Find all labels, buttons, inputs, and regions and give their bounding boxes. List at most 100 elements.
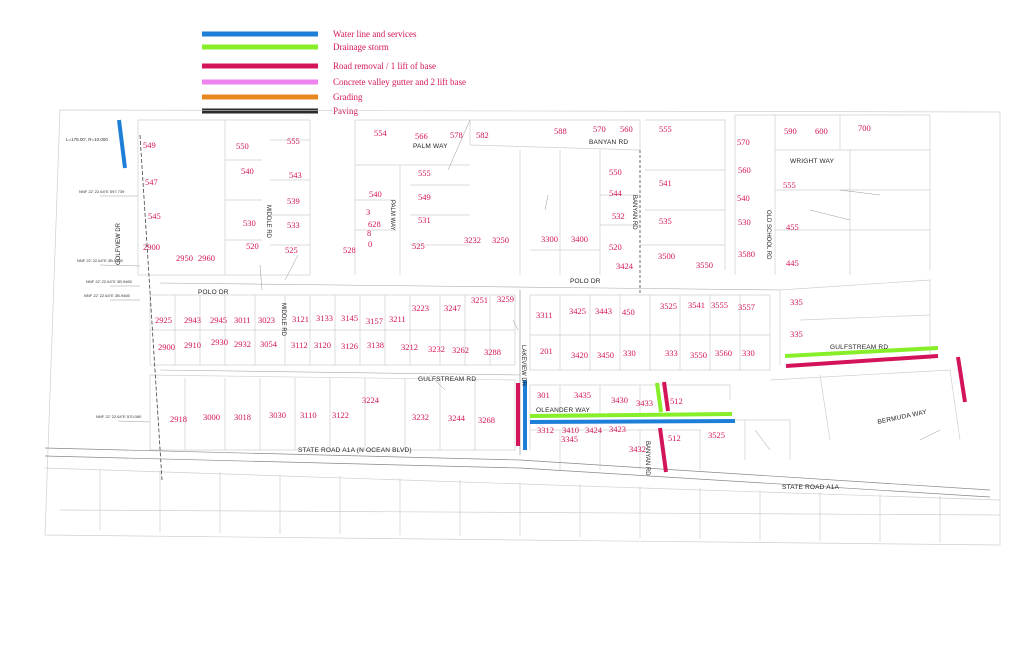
lot-number: 3424	[585, 425, 603, 435]
lot-number: 3232	[428, 344, 445, 354]
lot-number: 3030	[269, 410, 286, 420]
lot-number: 2945	[210, 315, 227, 325]
lot-number: 2918	[170, 414, 187, 424]
lot-number: 3000	[203, 412, 220, 422]
lot-number: 3223	[412, 303, 429, 313]
lot-number: 3157	[366, 316, 383, 326]
lot-number: 3133	[316, 313, 333, 323]
road-label-gulfstream-rd-right: GULFSTREAM RD	[830, 344, 888, 351]
lot-number: 3555	[711, 300, 728, 310]
lot-number: 531	[418, 215, 431, 225]
lot-number: 333	[665, 348, 678, 358]
lot-number: 2943	[184, 315, 201, 325]
lot-number: 2910	[184, 340, 201, 350]
lot-number: 530	[243, 218, 256, 228]
legend-label-drainage: Drainage storm	[333, 42, 389, 52]
road-label-gulfstream-rd-mid: GULFSTREAM RD	[418, 376, 476, 383]
lot-number: 600	[815, 126, 828, 136]
lot-number: 540	[737, 193, 750, 203]
lot-number: 3300	[541, 234, 558, 244]
lot-number: 540	[241, 166, 254, 176]
lot-number: 3023	[258, 315, 275, 325]
lot-number: 560	[738, 165, 751, 175]
lot-number: 535	[659, 216, 672, 226]
lot-number: 3420	[571, 350, 588, 360]
lot-number: 3018	[234, 412, 251, 422]
road-label-bermuda-way: BERMUDA WAY	[877, 409, 928, 426]
lot-number: 3525	[660, 301, 677, 311]
lot-number: 588	[554, 126, 567, 136]
lot-number: 2925	[155, 315, 172, 325]
lot-number: 3112	[291, 340, 308, 350]
lot-number: 512	[670, 396, 683, 406]
lot-number: 3138	[367, 340, 384, 350]
lot-number: 578	[450, 130, 463, 140]
lot-number: 3311	[536, 310, 553, 320]
lot-number: 545	[148, 211, 161, 221]
lot-number: 590	[784, 126, 797, 136]
road-removal-sea-road	[956, 356, 967, 403]
lot-number: 3312	[537, 425, 554, 435]
lot-number: 525	[412, 241, 425, 251]
lot-number: 335	[790, 329, 803, 339]
lot-number: 3232	[412, 412, 429, 422]
lot-number: 2932	[234, 339, 251, 349]
legend-label-paving: Paving	[333, 106, 359, 116]
lot-number: 520	[246, 241, 259, 251]
road-label-oleander-way: OLEANDER WAY	[536, 407, 591, 414]
legend-label-concrete-gutter: Concrete valley gutter and 2 lift base	[333, 77, 466, 87]
road-label-state-road-right: STATE ROAD A1A	[782, 484, 840, 491]
water-line-golfview	[117, 119, 127, 169]
lot-number: 3435	[574, 390, 591, 400]
legend: Water line and services Drainage storm R…	[202, 29, 466, 116]
lot-number: 3432	[629, 444, 646, 454]
lot-number: 3120	[314, 340, 331, 350]
lot-number: 2950	[176, 253, 193, 263]
lot-number: 555	[783, 180, 796, 190]
lot-number: 3425	[569, 306, 586, 316]
lot-number: 3126	[341, 341, 358, 351]
road-label-state-road-left: STATE ROAD A1A (N OCEAN BLVD)	[298, 447, 412, 454]
road-label-middle-rd-bottom: MIDDLE RD	[280, 303, 286, 337]
lot-number: 2960	[198, 253, 215, 263]
lot-number: 560	[620, 124, 633, 134]
road-label-middle-rd-top: MIDDLE RD	[265, 205, 271, 239]
work-lines	[117, 119, 967, 473]
lot-number: 3580	[738, 249, 755, 259]
lot-number: 3450	[597, 350, 614, 360]
survey-annotations: L=178.00', R=10.000 NNF 22' 22.64"E 597.…	[66, 119, 941, 451]
lot-number: 3525	[708, 430, 725, 440]
lot-number: 3259	[497, 294, 514, 304]
road-label-polo-dr-right: POLO DR	[570, 278, 601, 285]
lot-number: 3110	[300, 410, 317, 420]
lot-number: 3541	[688, 300, 705, 310]
survey-note-g4: NNF 22' 22.64"E 3B.9465	[84, 293, 131, 298]
lot-number: 3430	[611, 395, 628, 405]
lot-number: 533	[287, 220, 300, 230]
lot-number: 555	[659, 124, 672, 134]
road-label-banyan-rd-v: BANYAN RD	[631, 195, 637, 230]
road-removal-banyan-bottom	[658, 427, 668, 473]
lot-number: 3247	[444, 303, 461, 313]
lot-number: 201	[540, 346, 553, 356]
legend-label-water: Water line and services	[333, 29, 417, 39]
lot-number: 544	[609, 188, 623, 198]
drainage-gulfstream	[784, 346, 939, 358]
lot-number: 525	[285, 245, 298, 255]
road-label-polo-dr-left: POLO DR	[198, 289, 229, 296]
lot-number: 301	[537, 390, 550, 400]
survey-note-g5: NNF 22' 22.64"E 570.080	[96, 414, 142, 419]
road-label-palm-way: PALM WAY	[413, 143, 448, 150]
lot-number: 628	[368, 219, 381, 229]
lot-number: 547	[145, 177, 158, 187]
lot-number: 3145	[341, 313, 358, 323]
lot-number: 3054	[260, 339, 278, 349]
lot-number: 549	[418, 192, 431, 202]
lot-number: 3212	[401, 342, 418, 352]
road-label-palm-way-v: PALM WAY	[389, 200, 395, 231]
lot-number: 2900	[143, 242, 160, 252]
road-label-banyan-rd-bottom: BANYAN RD	[644, 441, 650, 476]
parcel-lines	[44, 109, 1001, 546]
